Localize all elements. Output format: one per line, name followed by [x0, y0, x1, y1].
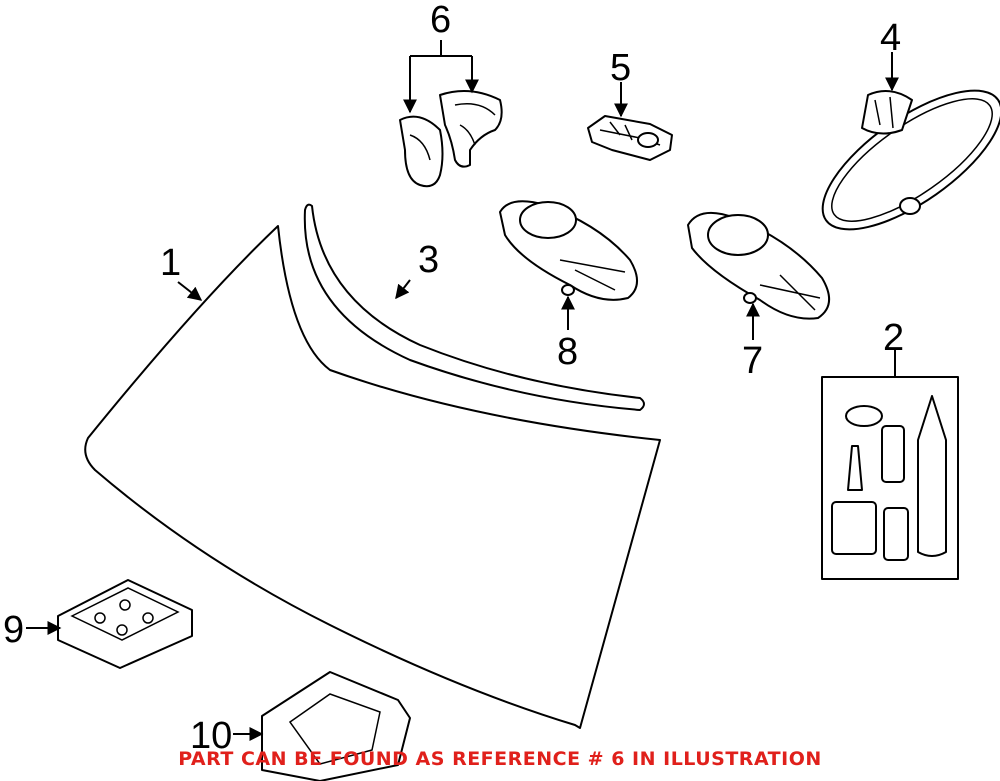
windshield-molding — [303, 203, 645, 411]
callout-9: 9 — [3, 609, 24, 651]
callout-1: 1 — [160, 242, 181, 284]
mirror-bracket — [587, 115, 673, 161]
callout-6: 6 — [430, 0, 451, 41]
footer-note: PART CAN BE FOUND AS REFERENCE # 6 IN IL… — [178, 748, 822, 770]
callout-4: 4 — [880, 17, 901, 59]
mirror-housing-8 — [499, 200, 638, 301]
callout-8: 8 — [557, 331, 578, 373]
installation-kit — [821, 376, 959, 580]
callout-5: 5 — [610, 47, 631, 89]
callout-2: 2 — [883, 317, 904, 359]
sensor-module — [57, 579, 193, 669]
windshield-glass — [84, 225, 661, 729]
leader-lines — [26, 40, 899, 741]
mirror-cover-set — [399, 90, 503, 188]
callout-3: 3 — [418, 239, 439, 281]
callout-10: 10 — [190, 715, 232, 757]
cover-cap — [261, 671, 411, 781]
callout-7: 7 — [742, 340, 763, 382]
rearview-mirror — [821, 89, 1000, 231]
mirror-housing-7 — [687, 211, 830, 320]
